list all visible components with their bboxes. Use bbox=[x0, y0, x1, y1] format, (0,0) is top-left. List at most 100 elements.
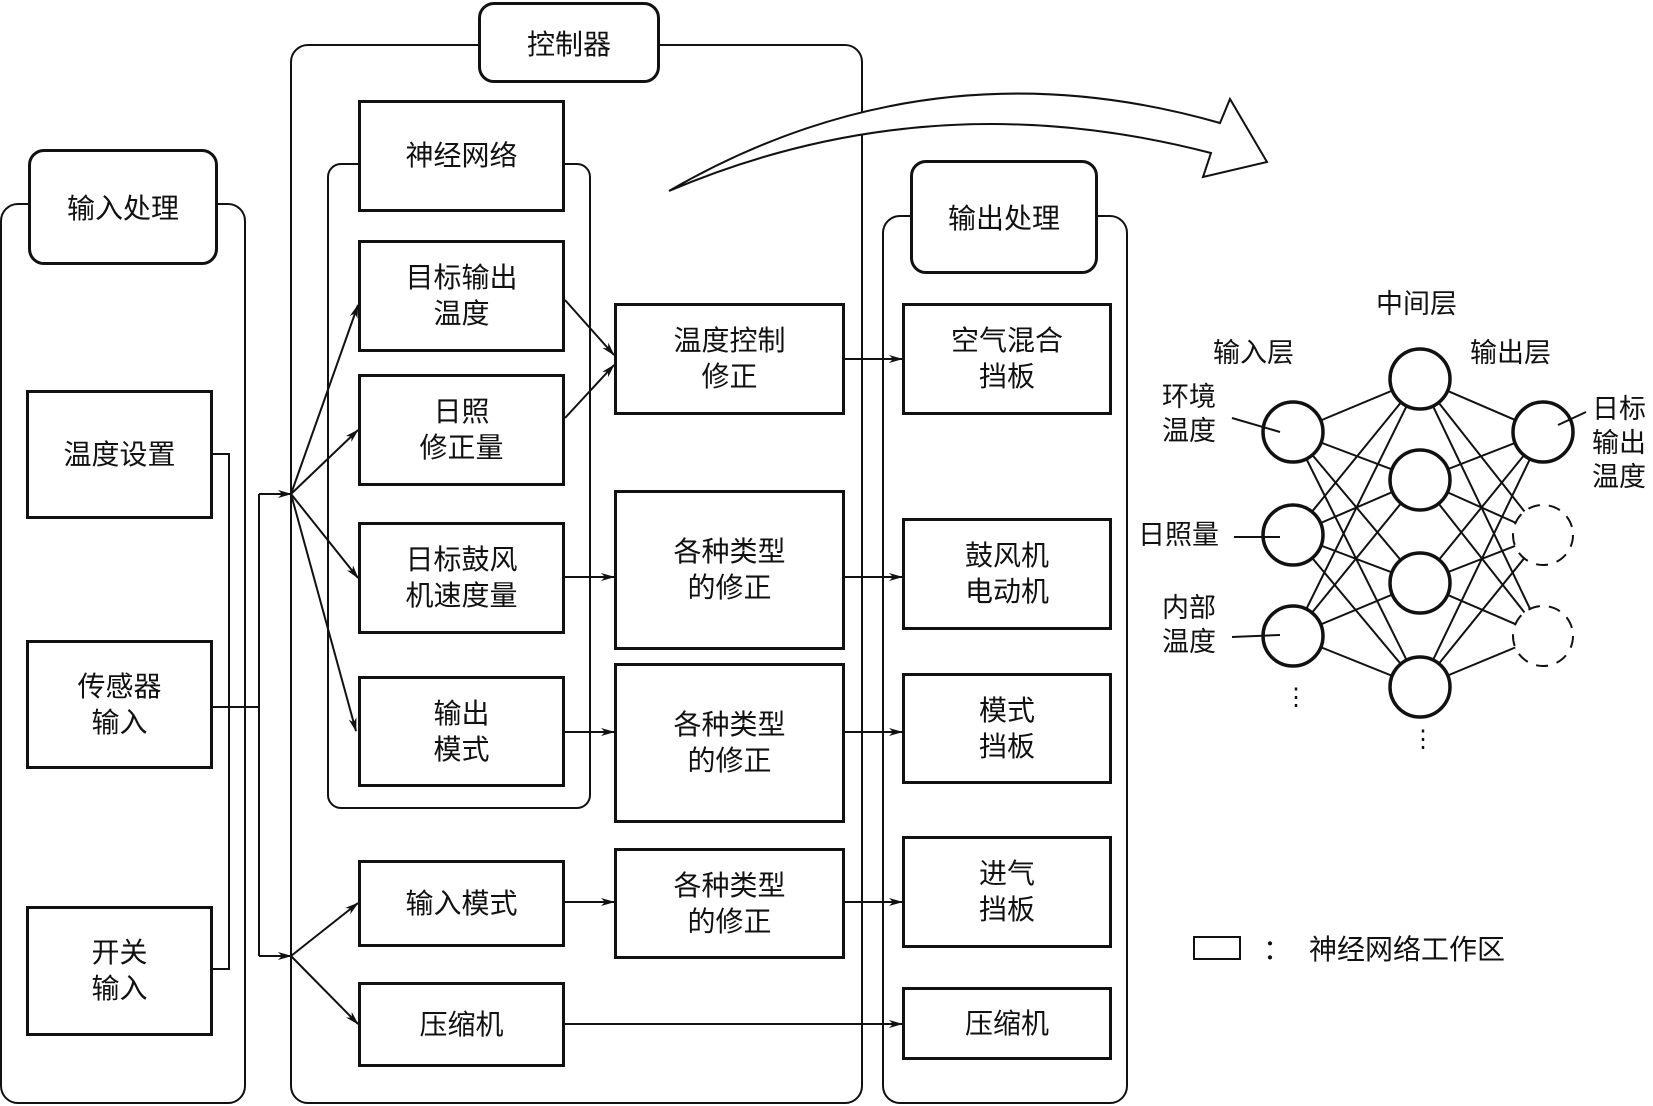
various-correction-box-1: 各种类型 的修正 bbox=[614, 490, 845, 650]
box-line: 修正 bbox=[701, 360, 758, 393]
mode-damper-box: 模式 挡板 bbox=[902, 673, 1112, 784]
fanout-arrow bbox=[290, 493, 357, 732]
nn-input-label-sunlight: 日照量 bbox=[1138, 519, 1219, 553]
label-line: 输出 bbox=[1592, 428, 1646, 459]
flow-arrow bbox=[564, 299, 615, 356]
box-line: 的修正 bbox=[687, 571, 772, 604]
fanout-arrow bbox=[290, 902, 359, 957]
nn-output-node-dashed bbox=[1512, 504, 1574, 566]
legend-text: 神经网络工作区 bbox=[1309, 933, 1506, 966]
label-line: 内部 bbox=[1162, 593, 1216, 624]
box-line: 修正量 bbox=[419, 431, 504, 464]
nn-connection bbox=[1419, 431, 1544, 688]
box-line: 各种类型 bbox=[673, 535, 786, 568]
label-line: 日标 bbox=[1592, 394, 1646, 425]
compressor-output-box: 压缩机 bbox=[902, 987, 1112, 1060]
blower-motor-box: 鼓风机 电动机 bbox=[902, 518, 1112, 630]
box-line: 挡板 bbox=[978, 360, 1035, 393]
controller-title: 控制器 bbox=[478, 2, 660, 83]
box-line: 各种类型 bbox=[673, 868, 786, 902]
legend-colon: ： bbox=[1263, 933, 1292, 966]
nn-connection bbox=[1419, 534, 1544, 688]
box-line: 输入 bbox=[91, 972, 148, 1005]
legend: ： 神经网络工作区 bbox=[1193, 928, 1505, 968]
box-line: 日标鼓风 bbox=[405, 543, 518, 576]
box-line: 温度设置 bbox=[63, 437, 176, 471]
fanout-arrow bbox=[290, 429, 359, 495]
box-line: 的修正 bbox=[687, 904, 772, 938]
nn-input-label-ambient-temp: 环境 温度 bbox=[1162, 381, 1216, 449]
label-line: 环境 bbox=[1162, 382, 1216, 413]
nn-connection bbox=[1292, 479, 1421, 637]
label-line: 温度 bbox=[1592, 462, 1646, 493]
nn-input-node bbox=[1261, 503, 1325, 567]
output-mode-box: 输出 模式 bbox=[358, 676, 565, 787]
temp-setting-box: 温度设置 bbox=[26, 390, 213, 519]
nn-output-node-dashed bbox=[1512, 605, 1574, 667]
box-line: 鼓风机 bbox=[964, 539, 1049, 572]
box-line: 机速度量 bbox=[405, 579, 518, 612]
box-line: 挡板 bbox=[978, 893, 1035, 926]
intake-damper-box: 进气 挡板 bbox=[902, 836, 1112, 948]
curved-arrow-icon bbox=[668, 92, 1269, 192]
input-layer-ellipsis: ⋮ bbox=[1284, 683, 1308, 711]
output-processing-title: 输出处理 bbox=[910, 160, 1098, 274]
target-blower-speed-box: 日标鼓风 机速度量 bbox=[358, 522, 565, 634]
box-line: 电动机 bbox=[964, 575, 1049, 608]
temp-control-correction-box: 温度控制 修正 bbox=[614, 303, 845, 415]
input-pointer-line bbox=[1231, 417, 1281, 433]
output-pointer-line bbox=[1557, 411, 1587, 426]
sensor-input-box: 传感器 输入 bbox=[26, 640, 213, 769]
legend-swatch bbox=[1193, 936, 1241, 960]
nn-input-label-inside-temp: 内部 温度 bbox=[1162, 592, 1216, 660]
fanout-arrow bbox=[290, 304, 359, 495]
box-line: 传感器 bbox=[77, 669, 162, 703]
box-line: 模式 bbox=[433, 732, 490, 766]
fanout-arrow bbox=[290, 493, 359, 579]
temp-setting-wire bbox=[213, 453, 230, 970]
input-layer-label: 输入层 bbox=[1213, 338, 1294, 369]
nn-output-label: 日标 输出 温度 bbox=[1592, 393, 1646, 495]
nn-hidden-node bbox=[1388, 655, 1452, 719]
input-mode-box: 输入模式 bbox=[358, 860, 565, 947]
label-line: 温度 bbox=[1162, 627, 1216, 658]
various-correction-box-2: 各种类型 的修正 bbox=[614, 663, 845, 823]
flow-arrow bbox=[564, 364, 615, 419]
nn-hidden-node bbox=[1388, 551, 1452, 615]
nn-connection bbox=[1419, 431, 1544, 584]
box-line: 日照 bbox=[433, 395, 490, 428]
box-line: 输入 bbox=[91, 705, 148, 739]
label-line: 温度 bbox=[1162, 416, 1216, 447]
air-mix-damper-box: 空气混合 挡板 bbox=[902, 303, 1112, 415]
input-pointer-line bbox=[1231, 634, 1281, 638]
box-line: 温度 bbox=[433, 297, 490, 330]
switch-input-box: 开关 输入 bbox=[26, 906, 213, 1036]
box-line: 进气 bbox=[978, 857, 1035, 890]
box-line: 输入模式 bbox=[405, 886, 518, 920]
sunlight-correction-box: 日照 修正量 bbox=[358, 374, 565, 486]
nn-output-node bbox=[1511, 400, 1575, 464]
box-line: 各种类型 bbox=[673, 708, 786, 741]
hidden-layer-ellipsis: ⋮ bbox=[1411, 725, 1435, 753]
box-line: 模式 bbox=[978, 693, 1035, 727]
compressor-control-box: 压缩机 bbox=[358, 982, 565, 1067]
nn-connection bbox=[1292, 378, 1421, 536]
box-line: 挡板 bbox=[978, 729, 1035, 763]
box-line: 开关 bbox=[91, 936, 148, 969]
box-line: 目标输出 bbox=[405, 261, 518, 294]
neural-network-title: 神经网络 bbox=[358, 100, 565, 212]
box-line: 温度控制 bbox=[673, 324, 786, 357]
fanout-arrow bbox=[290, 955, 359, 1025]
neural-network-title-text: 神经网络 bbox=[405, 139, 518, 172]
box-line: 空气混合 bbox=[950, 324, 1063, 357]
nn-connection bbox=[1292, 378, 1421, 637]
input-processing-title: 输入处理 bbox=[28, 149, 218, 265]
nn-connection bbox=[1292, 534, 1421, 688]
label-line: 日照量 bbox=[1138, 520, 1219, 551]
target-output-temp-box: 目标输出 温度 bbox=[358, 240, 565, 352]
hidden-layer-label: 中间层 bbox=[1376, 289, 1457, 320]
box-line: 的修正 bbox=[687, 744, 772, 777]
various-correction-box-3: 各种类型 的修正 bbox=[614, 848, 845, 959]
output-layer-label: 输出层 bbox=[1470, 338, 1551, 369]
nn-hidden-node bbox=[1388, 448, 1452, 512]
